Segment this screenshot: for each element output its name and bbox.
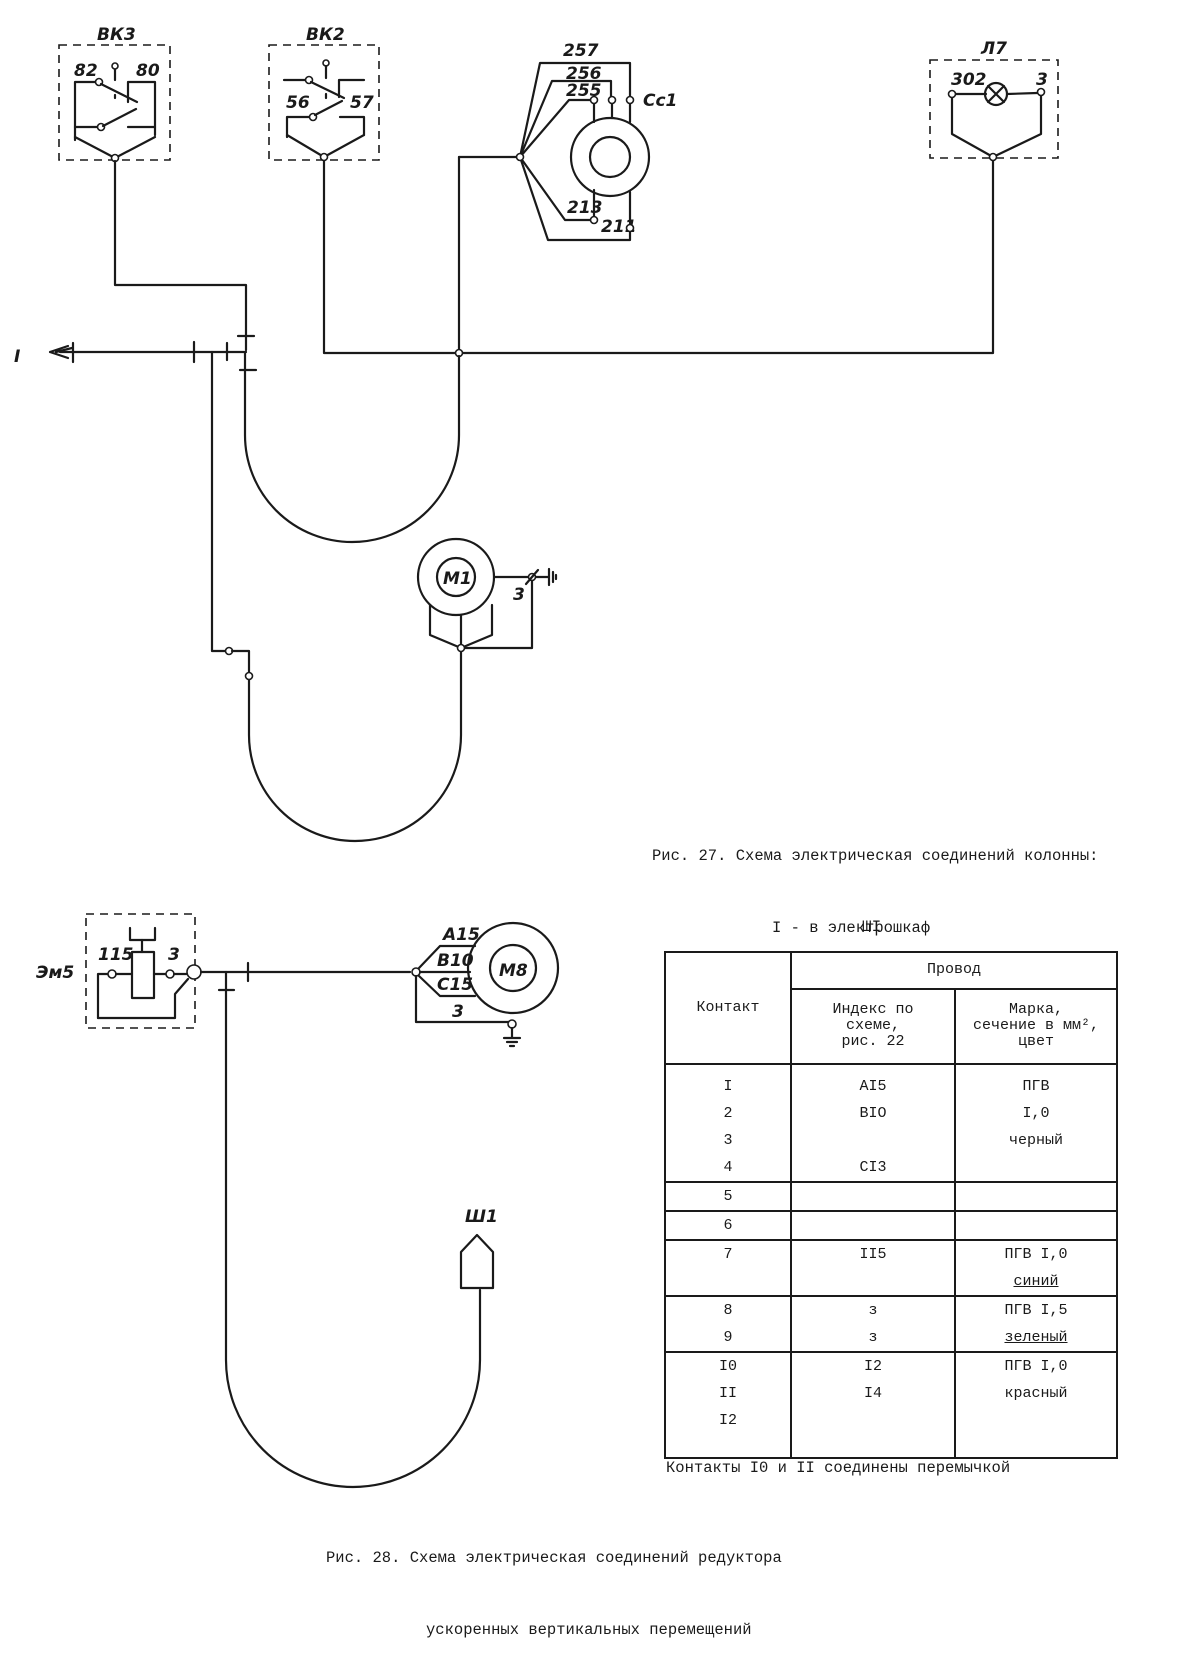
mark-cell [954, 1181, 1118, 1212]
m8-wire-a15: А15 [441, 925, 480, 945]
sc1-label: Сс1 [643, 91, 677, 111]
vk3-pin-80: 80 [136, 61, 160, 81]
figure28-caption-line1: Рис. 28. Схема электрическая соединений … [326, 1549, 782, 1567]
figure27-caption-line2: I - в электрошкаф [772, 919, 931, 937]
index-cell [790, 1181, 956, 1212]
column-harness: I [14, 155, 995, 843]
table-row: 5 [664, 1181, 1118, 1212]
m8-wire-c15: С15 [437, 975, 473, 995]
l7-enclosure [929, 59, 1059, 159]
header-contact: Контакт [664, 951, 792, 1065]
motor-m1: М1 3 [416, 537, 558, 653]
header-mark: Марка, сечение в мм², цвет [954, 987, 1118, 1066]
vk2-label: ВК2 [306, 25, 345, 45]
contact-cell: 5 [664, 1181, 792, 1212]
figure28-caption: Рис. 28. Схема электрическая соединений … [326, 1498, 782, 1666]
index-cell [790, 1210, 956, 1241]
index-cell: II5 [790, 1239, 956, 1297]
limit-switch-vk2: ВК2 56 57 [268, 25, 380, 162]
header-wire: Провод [790, 951, 1118, 990]
outlet-marker-label: I [14, 347, 20, 367]
header-index: Индекс по схеме, рис. 22 [790, 987, 956, 1066]
m8-ground-wire: 3 [452, 1002, 464, 1022]
sh1-label: Ш1 [465, 1207, 498, 1227]
m8-label: М8 [499, 961, 528, 981]
m8-wire-b10: В10 [437, 951, 474, 971]
em5-pin-115: 115 [98, 945, 134, 965]
connector-table: Контакт Провод Индекс по схеме, рис. 22 … [664, 951, 1118, 1459]
figure27-caption: Рис. 27. Схема электрическая соединений … [652, 796, 1098, 964]
limit-switch-vk3: ВК3 82 80 [58, 25, 171, 163]
contact-cell: 7 [664, 1239, 792, 1297]
mark-cell [954, 1210, 1118, 1241]
sc1-wire-256: 256 [566, 64, 602, 84]
l7-label: Л7 [980, 39, 1007, 59]
vk2-pin-56: 56 [286, 93, 310, 113]
figure27-caption-line1: Рис. 27. Схема электрическая соединений … [652, 847, 1099, 865]
plug-sh1: Ш1 [459, 1207, 498, 1290]
figure28-caption-line2: ускоренных вертикальных перемещений [426, 1621, 752, 1639]
sc1-wire-257: 257 [563, 41, 599, 61]
vk3-pin-82: 82 [74, 61, 98, 81]
connector-table-title: ШI [862, 918, 882, 936]
vk2-pin-57: 57 [350, 93, 374, 113]
sc1-wire-211: 211 [601, 217, 637, 237]
table-row: 6 [664, 1210, 1118, 1241]
motor-m8: М8 А15 В10 С15 3 [411, 921, 560, 1048]
lamp-l7: Л7 302 3 [929, 39, 1059, 162]
em5-enclosure [85, 913, 196, 1029]
selsyn-sc1: 257 256 255 Сс1 213 211 [457, 41, 677, 242]
l7-pin-3: 3 [1036, 70, 1048, 90]
sc1-wire-213: 213 [567, 198, 603, 218]
m1-ground-wire-label: 3 [513, 585, 525, 605]
m1-label: М1 [443, 569, 472, 589]
reducer-harness [199, 961, 482, 1489]
l7-pin-302: 302 [951, 70, 987, 90]
contact-cell: 6 [664, 1210, 792, 1241]
vk3-label: ВК3 [97, 25, 136, 45]
wiring-schematic: ВК3 82 80 ВК2 56 57 2 [14, 25, 1059, 1489]
table-note: Контакты I0 и II соединены перемычкой [666, 1459, 1011, 1477]
em5-label: Эм5 [36, 963, 74, 983]
electromagnet-em5: Эм5 115 3 [36, 913, 202, 1029]
em5-pin-3: 3 [168, 945, 180, 965]
